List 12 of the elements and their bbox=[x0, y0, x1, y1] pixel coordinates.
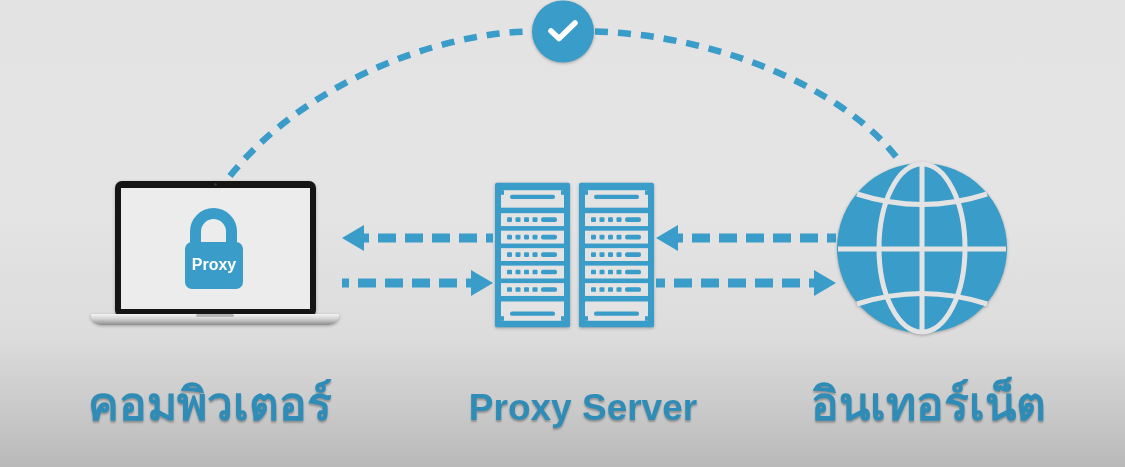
dashed-arrow bbox=[656, 225, 836, 251]
node-label: Proxy Server bbox=[468, 387, 698, 430]
lock-label: Proxy bbox=[190, 255, 238, 274]
dashed-arrow bbox=[656, 270, 836, 296]
globe-illustration bbox=[836, 162, 1008, 334]
dashed-line bbox=[594, 28, 900, 161]
dashed-arrow bbox=[342, 225, 493, 251]
checkmark-circle bbox=[531, 0, 595, 63]
node-label: คอมพิวเตอร์ bbox=[88, 378, 332, 431]
server-rack-illustration bbox=[493, 181, 656, 330]
dashed-arrow bbox=[342, 270, 493, 296]
node-label: อินเทอร์เน็ต bbox=[810, 378, 1046, 431]
